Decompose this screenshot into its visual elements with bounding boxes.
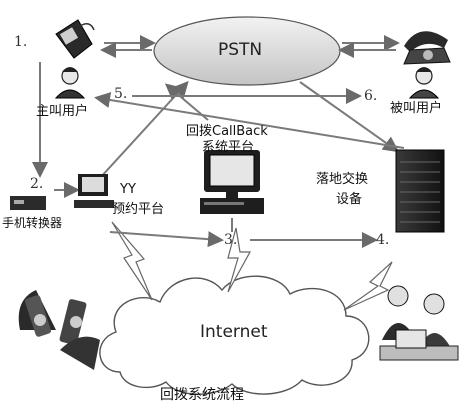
arrow-gateway-caller — [94, 92, 405, 149]
pstn-label: PSTN — [218, 40, 263, 60]
arrow-yy-pstn — [99, 81, 189, 179]
converter-label: 手机转换器 — [2, 216, 63, 230]
step-2-label: 2. — [30, 176, 44, 192]
internet-label: Internet — [200, 322, 268, 342]
gateway-label-line2: 设备 — [336, 192, 363, 207]
callee-telephone-icon — [403, 31, 451, 65]
step-1-label: 1. — [14, 34, 28, 50]
lightning-bolt-left — [111, 221, 153, 301]
lightning-bolt-right — [343, 261, 393, 311]
yy-label-line2: 预约平台 — [112, 202, 165, 217]
step-5-label: 5. — [114, 86, 128, 102]
callback-label-line2: 系统平台 — [202, 140, 255, 155]
callback-label-line1: 回拨CallBack — [186, 124, 268, 139]
mobile-users-illustration — [18, 290, 100, 370]
callee-person-icon — [408, 67, 440, 99]
yy-label-line1: YY — [120, 182, 136, 197]
step-4-label: 4. — [376, 232, 390, 248]
caller-person-icon — [54, 67, 86, 99]
caller-label: 主叫用户 — [36, 104, 89, 119]
lightning-bolt-center — [227, 227, 252, 293]
gateway-rack-icon — [395, 149, 445, 233]
converter-device-icon — [10, 196, 46, 210]
business-users-illustration — [379, 285, 459, 361]
diagram-caption: 回拨系统流程 — [160, 387, 244, 403]
callback-computer-icon — [200, 150, 264, 214]
step-3-label: 3. — [224, 232, 238, 248]
step-6-label: 6. — [364, 88, 378, 104]
gateway-label-line1: 落地交换 — [316, 172, 369, 187]
caller-phone-icon — [55, 19, 95, 59]
yy-computer-icon — [74, 174, 114, 208]
arrow-pstn-gateway — [299, 81, 400, 153]
arrow-yy-step3 — [109, 231, 224, 248]
callee-label: 被叫用户 — [390, 101, 443, 116]
